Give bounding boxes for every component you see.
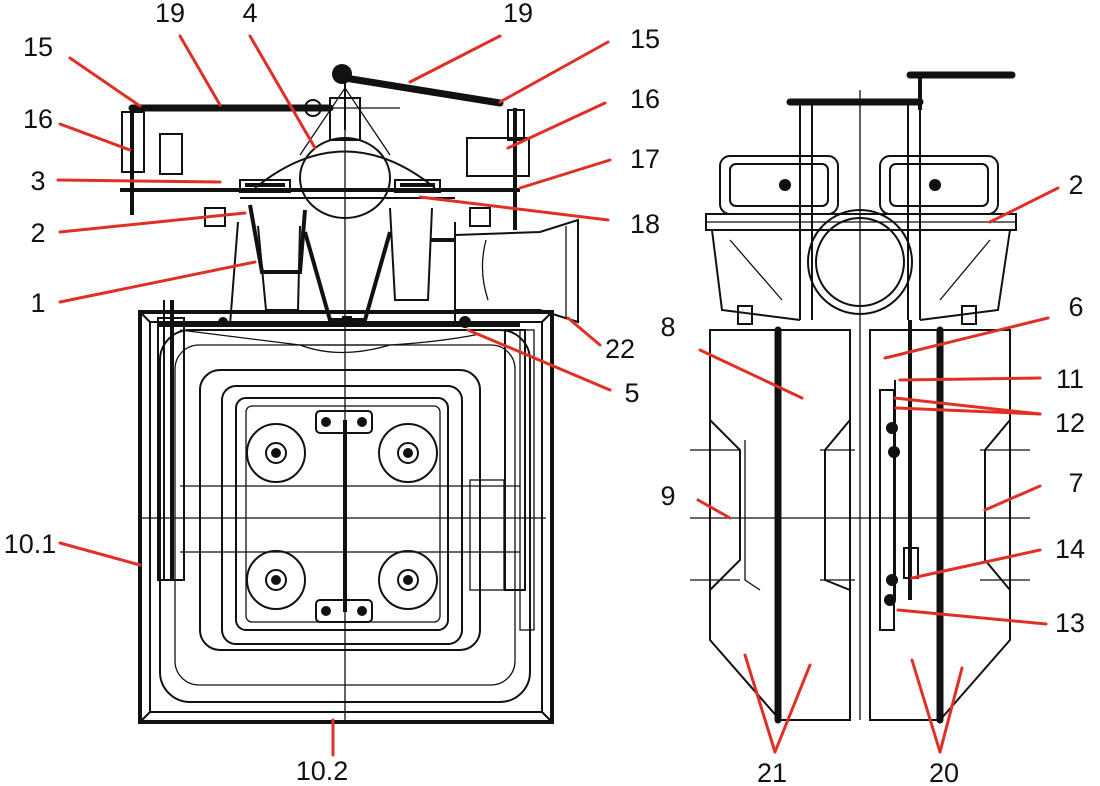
- label-15-right: 15: [630, 24, 660, 54]
- label-17: 17: [630, 144, 660, 174]
- label-2-right: 2: [1068, 170, 1083, 200]
- label-16-left: 16: [23, 104, 53, 134]
- wheel-br: [378, 550, 438, 610]
- wheel-bl: [246, 550, 306, 610]
- label-13: 13: [1055, 608, 1085, 638]
- wheel-tl: [246, 423, 306, 483]
- label-15-left: 15: [23, 32, 53, 62]
- label-3: 3: [30, 166, 45, 196]
- label-11: 11: [1056, 364, 1084, 394]
- label-22: 22: [605, 334, 635, 364]
- callout-labels: 19 4 19 15 15 16 16 17 3 2 18 1 22 5 10.…: [4, 0, 1085, 786]
- label-16-right: 16: [630, 84, 660, 114]
- outer-frame: [138, 310, 554, 724]
- leader-lines: [56, 34, 1060, 757]
- label-20: 20: [929, 758, 959, 786]
- label-19-right: 19: [503, 0, 533, 28]
- label-10-2: 10.2: [296, 756, 349, 786]
- label-5: 5: [624, 378, 639, 408]
- label-12: 12: [1055, 408, 1085, 438]
- label-14: 14: [1055, 534, 1085, 564]
- label-8: 8: [660, 312, 675, 342]
- wheel-tr: [378, 423, 438, 483]
- label-10-1: 10.1: [4, 529, 57, 559]
- label-21: 21: [757, 758, 787, 786]
- right-side-view: [690, 71, 1030, 724]
- label-19-left: 19: [155, 0, 185, 28]
- label-6: 6: [1068, 292, 1083, 322]
- left-front-view: [120, 64, 579, 724]
- label-9: 9: [660, 481, 675, 511]
- label-2-left: 2: [30, 218, 45, 248]
- label-7: 7: [1068, 468, 1083, 498]
- label-4: 4: [242, 0, 257, 28]
- label-18: 18: [630, 209, 660, 239]
- label-1: 1: [30, 288, 45, 318]
